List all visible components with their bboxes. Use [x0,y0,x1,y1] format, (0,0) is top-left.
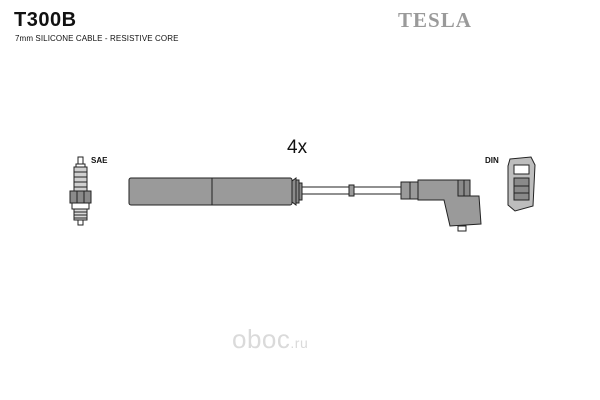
sae-connector-label: SAE [91,156,108,165]
watermark-name: oboc [232,324,291,354]
watermark: oboc.ru [232,324,308,355]
angled-distributor-boot [400,179,482,232]
quantity-label: 4x [287,137,308,158]
ignition-cable [301,184,402,197]
part-code: T300B [14,9,77,31]
cable-description: 7mm SILICONE CABLE - RESISTIVE CORE [15,34,179,43]
din-connector-label: DIN [485,156,499,165]
watermark-tld: .ru [290,335,309,351]
spark-plug-icon [69,156,92,226]
straight-plug-boot [128,177,303,206]
din-connector-icon [507,156,536,212]
brand-logo: TESLA [398,8,472,32]
